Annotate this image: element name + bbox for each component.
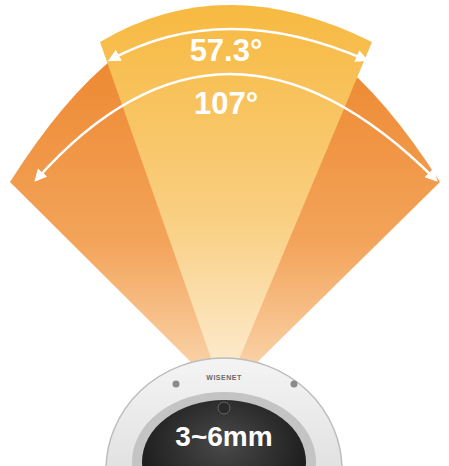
- camera-housing: [106, 358, 342, 466]
- lens-ring: [132, 392, 316, 466]
- angle-label: 107°: [194, 88, 258, 119]
- angle-label: 57.3°: [190, 35, 263, 66]
- housing-screw: [291, 381, 298, 388]
- lens-eye: [218, 402, 230, 414]
- brand-logo: WISENET: [206, 374, 241, 381]
- camera-lens-dome: [142, 400, 306, 466]
- wide-angle-arc: [36, 74, 436, 180]
- narrow-view-fan: [100, 5, 372, 395]
- housing-screw: [173, 381, 180, 388]
- focal-length-label: 3~6mm: [175, 423, 272, 451]
